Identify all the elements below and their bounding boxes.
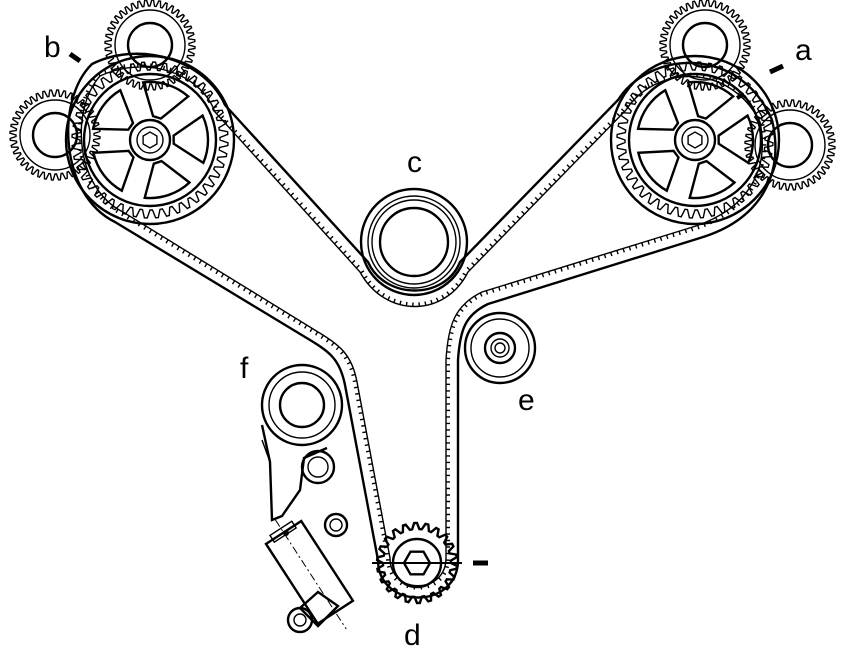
auxiliary-gear-icon — [744, 99, 836, 191]
auxiliary-gear-icon — [104, 0, 196, 91]
label-a: a — [795, 34, 812, 67]
idler-pulley-e — [463, 311, 537, 385]
belt-outer-edge — [67, 52, 777, 599]
belt-inner-edge — [80, 66, 764, 587]
left-auxiliary-gears — [9, 0, 196, 181]
label-d: d — [404, 619, 421, 652]
label-b: b — [44, 31, 61, 64]
label-e: e — [518, 384, 535, 417]
right-cam-sprocket — [609, 54, 781, 226]
left-cam-sprocket — [64, 54, 236, 226]
timing-marks — [68, 51, 785, 566]
label-c: c — [407, 146, 422, 179]
tensioner-f — [260, 363, 355, 634]
idler-pulley-c — [359, 187, 469, 297]
label-f: f — [240, 352, 249, 385]
belt-teeth — [77, 62, 767, 590]
